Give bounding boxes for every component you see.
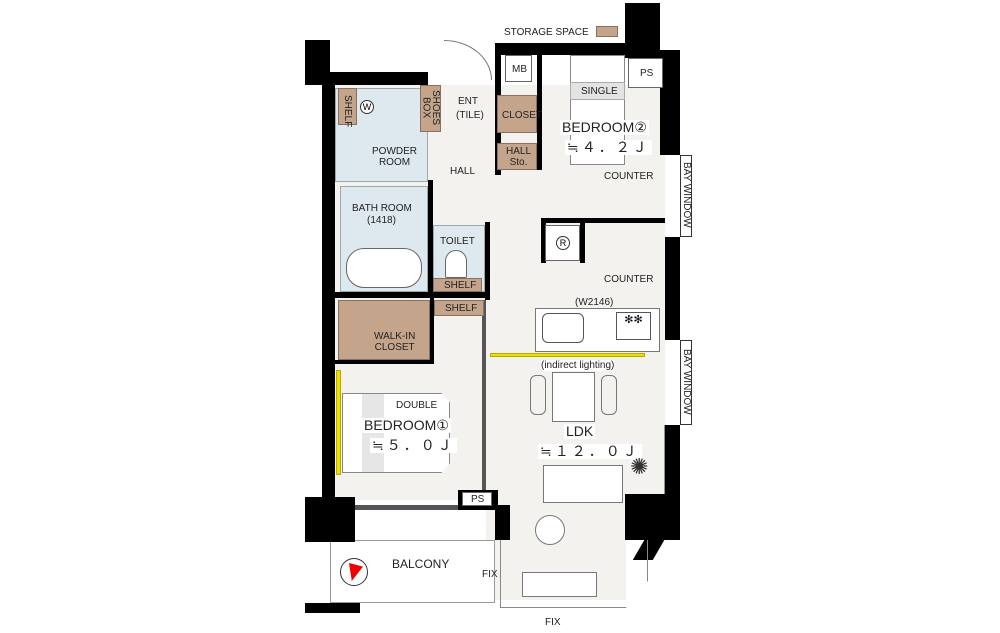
wall: [322, 72, 335, 502]
fridge-icon: R: [556, 236, 570, 250]
wall: [485, 222, 490, 300]
wall: [541, 218, 665, 223]
ent-floor-label: (TILE): [456, 110, 484, 121]
wall: [580, 218, 585, 263]
ent-label: ENT: [458, 96, 478, 107]
ldk-area: ≒１２．０Ｊ: [538, 443, 642, 460]
fix-label: FIX: [545, 617, 561, 628]
plant-icon: ✺: [630, 454, 649, 479]
chair-icon: [601, 375, 617, 415]
wall: [665, 237, 680, 340]
sofa-icon: [543, 465, 623, 503]
ldk-name: LDK: [564, 423, 596, 440]
bedroom2-area: ≒４．２Ｊ: [565, 139, 652, 156]
kitchen-counter: ✻✻: [535, 308, 660, 352]
wall: [355, 505, 458, 510]
wall: [305, 497, 355, 542]
shelf-label: SHELF: [444, 280, 477, 291]
dining-table: [552, 372, 595, 422]
wall: [541, 218, 546, 263]
bedroom1-name: BEDROOM①: [362, 417, 451, 434]
kitchen-width-label: (W2146): [575, 297, 614, 308]
closet: CLOSET: [497, 95, 542, 133]
walk-in-closet: WALK-IN CLOSET: [338, 300, 430, 360]
wall: [625, 3, 660, 58]
hall-label: HALL: [450, 166, 476, 177]
washer-icon: W: [360, 100, 374, 114]
wall: [430, 295, 434, 363]
hall-storage-label: HALL Sto.: [506, 146, 532, 168]
wall: [495, 505, 510, 540]
wall: [335, 360, 434, 364]
powder-room-label: POWDER ROOM: [372, 146, 417, 168]
bath-size-label: (1418): [367, 215, 396, 226]
tv-board-icon: [522, 572, 597, 597]
legend-storage-swatch: [596, 26, 618, 37]
fridge-space: R: [545, 225, 580, 261]
bay-window-1: BAY WINDOW: [680, 155, 692, 237]
walk-in-closet-label: WALK-IN CLOSET: [374, 331, 416, 353]
shoes-box-label: SHOES BOX: [420, 90, 442, 126]
indirect-lighting-ldk: [490, 353, 645, 357]
ldk-window: [500, 540, 648, 608]
compass-icon: [340, 558, 368, 586]
wall: [335, 292, 490, 298]
round-table-icon: [535, 515, 565, 545]
counter-label: COUNTER: [604, 171, 654, 182]
legend-storage-label: STORAGE SPACE: [504, 27, 589, 38]
wall: [537, 55, 542, 170]
bed-label: SINGLE: [581, 86, 618, 97]
ps-label: PS: [640, 68, 654, 79]
balcony-label: BALCONY: [392, 557, 450, 571]
indirect-lighting-bedroom: [336, 370, 341, 475]
bathtub-icon: [346, 248, 422, 288]
fix-label: FIX: [482, 569, 498, 580]
toilet-icon: [445, 250, 467, 278]
indirect-lighting-label: (indirect lighting): [541, 360, 615, 371]
wall: [322, 72, 428, 85]
sink-icon: [542, 313, 584, 343]
bay-window-2: BAY WINDOW: [680, 340, 692, 425]
counter-label: COUNTER: [604, 274, 654, 285]
bay-window-label: BAY WINDOW: [681, 349, 692, 415]
toilet-label: TOILET: [440, 236, 475, 247]
hall-storage: HALL Sto.: [497, 143, 537, 170]
wall: [495, 43, 625, 55]
closet-label: CLOSET: [502, 110, 543, 121]
bath-room-label: BATH ROOM: [352, 203, 412, 214]
shelf-hall: SHELF: [434, 300, 484, 316]
shelf-top: SHELF: [338, 88, 357, 128]
chair-icon: [530, 375, 546, 415]
shelf-toilet: SHELF: [433, 278, 482, 292]
ps-box-top: PS: [628, 58, 663, 88]
wall: [660, 50, 680, 155]
wall: [305, 603, 360, 613]
mb-label: MB: [512, 64, 527, 75]
shelf-label: SHELF: [445, 303, 478, 314]
ps-label: PS: [471, 494, 485, 505]
stove-icon: ✻✻: [616, 312, 651, 340]
shelf-label: SHELF: [342, 95, 353, 128]
bedroom2-name: BEDROOM②: [560, 119, 649, 136]
bed-label: DOUBLE: [396, 400, 438, 411]
shoes-box: SHOES BOX: [420, 85, 441, 132]
ps-box-bottom: PS: [462, 492, 492, 506]
bedroom1-area: ≒５．０Ｊ: [370, 437, 457, 454]
bay-window-label: BAY WINDOW: [681, 162, 692, 228]
wall: [482, 300, 486, 500]
wall: [428, 180, 433, 298]
single-bed-label-bg: SINGLE: [570, 82, 625, 100]
mb-box: MB: [505, 55, 532, 82]
